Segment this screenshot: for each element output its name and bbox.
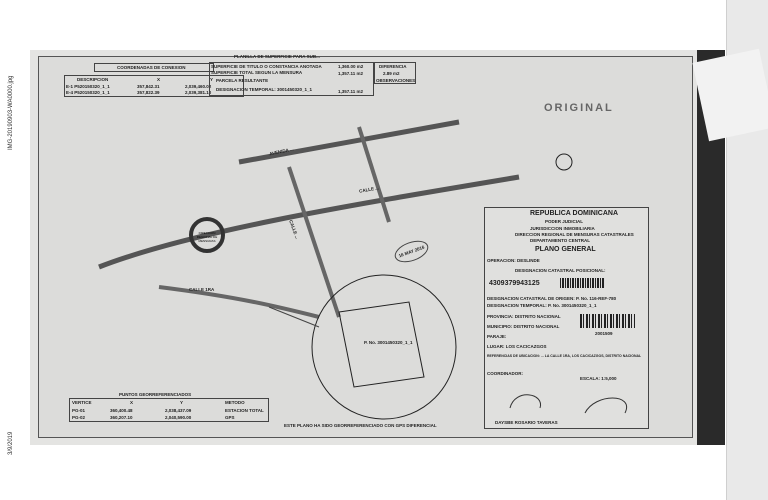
plan-text: METODO [225, 400, 245, 405]
plan-text: CALLE 1RA [189, 287, 215, 292]
plan-text: MUNICIPIO: DISTRITO NACIONAL [487, 324, 560, 329]
plan-text: DEPARTAMENTO CENTRAL [530, 238, 590, 243]
plan-text: E-1 P520150320_1_1 [66, 84, 110, 89]
north-arrow-icon [555, 153, 573, 171]
plan-text: X [157, 77, 161, 82]
plan-text: X [130, 400, 134, 405]
plan-text: REPUBLICA DOMINICANA [530, 210, 619, 217]
street-avenue [238, 119, 460, 165]
plan-text: PG-01 [72, 408, 86, 413]
points-title: PUNTOS GEORREFERENCIADOS [119, 392, 192, 397]
plan-text: 1,357.11 m2 [338, 71, 364, 76]
plan-text: DESIGNACION TEMPORAL: P. No. 3001450320_… [487, 303, 597, 308]
plan-text: PARAJE: [487, 334, 507, 339]
plan-text: ESTACION TOTAL [225, 408, 264, 413]
cadastral-code: 430937994312​5 [489, 280, 540, 287]
plan-text: DESIGNACION CATASTRAL POSICIONAL: [515, 268, 606, 273]
date-label: 3/9/2019 [8, 431, 14, 455]
plan-text: 2001509 [595, 331, 613, 336]
plan-text: DIRECCION REGIONAL DE MENSURAS [196, 231, 218, 243]
plan-text: VERTICE [72, 400, 92, 405]
plan-sheet: COORDENADAS DE CONEXION DESCRIPCION X Y … [38, 54, 693, 438]
plan-text: REFERENCIAS DE UBICACION: ... LA CALLE 1… [487, 354, 642, 358]
plan-text: SUPERFICIE TOTAL SEGUN LA MENSURA [211, 70, 303, 75]
street-cross [287, 166, 341, 318]
plan-text: DESCRIPCION [77, 77, 109, 82]
plan-text: 2.89 m2 [383, 71, 400, 76]
plan-text: DESIGNACION TEMPORAL: 3001450320_1_1 [216, 87, 313, 92]
plan-text: 357,842.31 [137, 84, 160, 89]
plan-text: SUPERFICIE DE TITULO O CONSTANCIA ANOTAD… [211, 64, 322, 69]
parcel-polygon [338, 301, 425, 388]
surveyor-name: DAYSBE ROSARIO TAVERAS [495, 420, 558, 425]
plan-text: 357,822.39 [137, 90, 160, 95]
plan-text: OBSERVACIONES [376, 78, 416, 83]
plan-type: PLANO GENERAL [535, 246, 596, 253]
street-lower [158, 285, 320, 319]
plan-text: 1,357.11 m2 [338, 89, 364, 94]
signatures [509, 394, 628, 414]
plan-text: PG-02 [72, 415, 86, 420]
plan-text: Y [210, 77, 214, 82]
georef-note: ESTE PLANO HA SIDO GEORREFERENCIADO CON … [284, 423, 437, 428]
plan-text: ESCALA: 1:5,000 [580, 376, 617, 381]
street-cross2 [357, 126, 391, 223]
street-main [98, 174, 520, 270]
plan-text: DIRECCION REGIONAL DE MENSURAS CATASTRAL… [515, 232, 634, 237]
surface-title: PLANILLA DE SUPERFICIE PARA SUB... [234, 54, 320, 59]
plan-text: LUGAR: LOS CACICAZGOS [487, 344, 547, 349]
plan-text: DESIGNACION CATASTRAL DE ORIGEN: P. No. … [487, 296, 617, 301]
plan-text: PODER JUDICIAL [545, 219, 584, 224]
barcode-1 [560, 278, 605, 288]
plan-text: Y [180, 400, 184, 405]
plan-text: JURISDICCION INMOBILIARIA [530, 226, 595, 231]
parcel-label: P. No. 3001450320_1_1 [364, 340, 413, 345]
plan-text: 1,360.00 m2 [338, 64, 364, 69]
image-viewer-page: IMG-20190903-WA0000.jpg 3/9/2019 COORDEN… [0, 0, 727, 500]
regional-seal: DIRECCION REGIONAL DE MENSURAS [189, 217, 225, 253]
barcode-2 [580, 314, 635, 328]
filename-label: IMG-20190903-WA0000.jpg [8, 75, 14, 151]
difference-box: DIFERENCIA 2.89 m2 OBSERVACIONES [374, 62, 416, 84]
plan-text: 2,039,460.02 [185, 84, 212, 89]
points-table: VERTICE X Y METODO PG-01 360,400.48 2,03… [69, 398, 269, 422]
detail-circle [311, 274, 457, 420]
plan-drawing [98, 119, 573, 420]
plan-text: DIFERENCIA [379, 64, 407, 69]
plan-text: 2,039,381.10 [185, 90, 212, 95]
plan-text: OPERACION: DESLINDE [487, 258, 540, 263]
title-block: REPUBLICA DOMINICANA PODER JUDICIAL JURI… [484, 207, 649, 429]
plan-text: 360,400.48 [110, 408, 133, 413]
plan-text: COORDINADOR: [487, 371, 523, 376]
coords-table: DESCRIPCION X Y E-1 P520150320_1_1 357,8… [64, 75, 244, 97]
surface-table: SUPERFICIE DE TITULO O CONSTANCIA ANOTAD… [209, 62, 374, 96]
plan-text: 2,038,437.09 [165, 408, 192, 413]
plan-text: COORDENADAS DE CONEXION [117, 65, 186, 70]
scanned-plan-photo: COORDENADAS DE CONEXION DESCRIPCION X Y … [30, 50, 725, 445]
plan-text: PARCELA RESULTANTE [216, 78, 269, 83]
plan-text: GPS [225, 415, 235, 420]
plan-text: 2,040,590.00 [165, 415, 192, 420]
original-stamp: ORIGINAL [544, 102, 614, 114]
plan-text: PROVINCIA: DISTRITO NACIONAL [487, 314, 561, 319]
plan-text: E-4 P520150320_1_1 [66, 90, 110, 95]
plan-text: 360,207.10 [110, 415, 133, 420]
coords-title-box: COORDENADAS DE CONEXION [94, 63, 214, 72]
